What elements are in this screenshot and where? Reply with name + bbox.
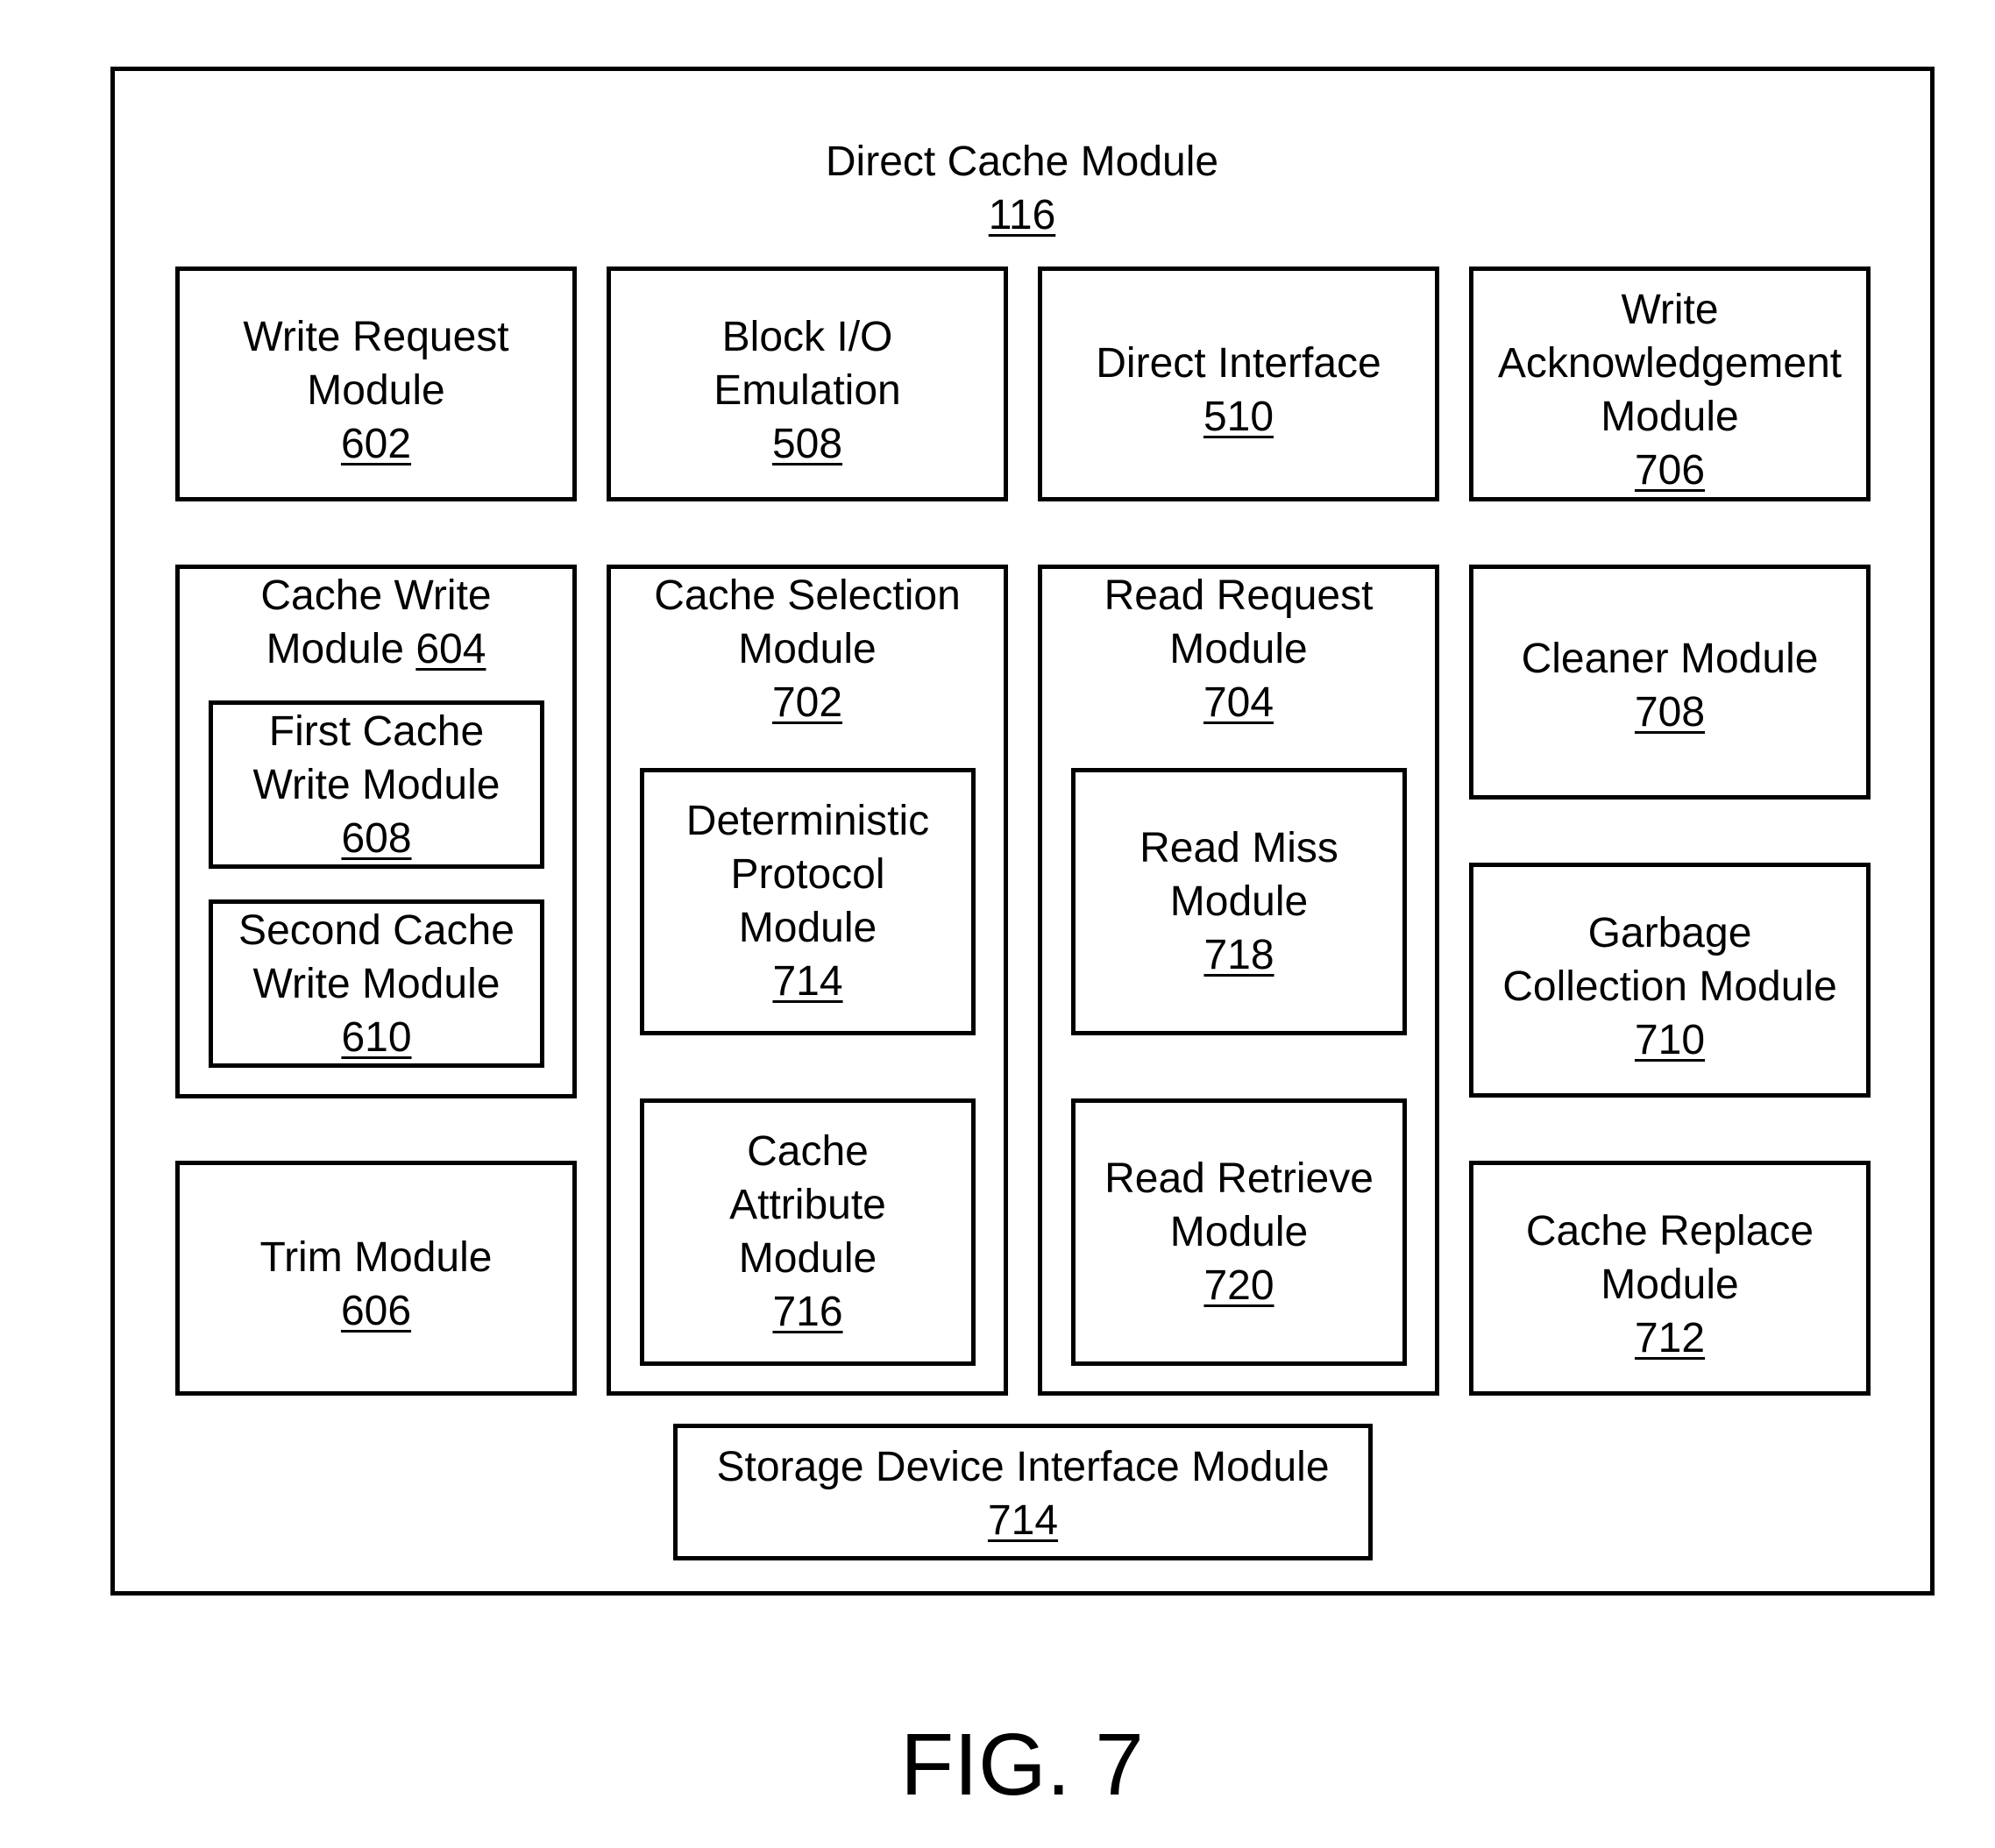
read-request-module-box: Read Request Module 704 Read Miss Module… (1038, 565, 1439, 1396)
second-cache-write-module-number: 610 (341, 1014, 411, 1061)
deterministic-protocol-module-box: Deterministic Protocol Module 714 (640, 768, 976, 1035)
second-cache-write-module-line2: Write Module (213, 957, 540, 1011)
read-miss-module-label: Read Miss Module 718 (1076, 821, 1402, 982)
first-cache-write-module-label: First Cache Write Module 608 (213, 705, 540, 865)
direct-interface-label: Direct Interface 510 (1042, 337, 1435, 444)
read-request-module-line2: Module (1042, 622, 1435, 676)
write-acknowledgement-module-line1: Write (1473, 283, 1866, 337)
read-miss-module-line1: Read Miss (1076, 821, 1402, 875)
write-acknowledgement-module-label: Write Acknowledgement Module 706 (1473, 283, 1866, 497)
cleaner-module-line1: Cleaner Module (1473, 632, 1866, 686)
read-miss-module-line2: Module (1076, 875, 1402, 928)
cache-selection-module-number: 702 (772, 679, 842, 726)
cache-replace-module-label: Cache Replace Module 712 (1473, 1205, 1866, 1365)
read-retrieve-module-line2: Module (1076, 1205, 1402, 1259)
garbage-collection-module-line1: Garbage (1473, 906, 1866, 960)
second-cache-write-module-label: Second Cache Write Module 610 (213, 904, 540, 1064)
read-request-module-label: Read Request Module 704 (1042, 569, 1435, 729)
direct-cache-module-title: Direct Cache Module (0, 135, 1995, 188)
cleaner-module-number: 708 (1635, 689, 1705, 736)
read-retrieve-module-line1: Read Retrieve (1076, 1152, 1402, 1205)
garbage-collection-module-label: Garbage Collection Module 710 (1473, 906, 1866, 1067)
cache-replace-module-number: 712 (1635, 1315, 1705, 1361)
block-io-emulation-box: Block I/O Emulation 508 (607, 267, 1008, 501)
write-acknowledgement-module-line3: Module (1473, 390, 1866, 444)
write-request-module-line2: Module (180, 364, 572, 417)
deterministic-protocol-module-line1: Deterministic (644, 794, 971, 848)
storage-device-interface-module-label: Storage Device Interface Module 714 (678, 1440, 1368, 1547)
cache-write-module-line1: Cache Write (180, 569, 572, 622)
write-request-module-line1: Write Request (180, 310, 572, 364)
trim-module-number: 606 (341, 1288, 411, 1334)
block-io-emulation-number: 508 (772, 421, 842, 467)
garbage-collection-module-box: Garbage Collection Module 710 (1469, 863, 1871, 1098)
cache-replace-module-line1: Cache Replace (1473, 1205, 1866, 1258)
block-io-emulation-line2: Emulation (611, 364, 1004, 417)
second-cache-write-module-line1: Second Cache (213, 904, 540, 957)
cache-write-module-label: Cache Write Module 604 (180, 569, 572, 676)
cache-attribute-module-line1: Cache (644, 1125, 971, 1178)
garbage-collection-module-number: 710 (1635, 1017, 1705, 1063)
cache-replace-module-line2: Module (1473, 1258, 1866, 1311)
cache-write-module-box: Cache Write Module 604 First Cache Write… (175, 565, 577, 1098)
direct-interface-box: Direct Interface 510 (1038, 267, 1439, 501)
cache-attribute-module-box: Cache Attribute Module 716 (640, 1098, 976, 1366)
first-cache-write-module-line2: Write Module (213, 758, 540, 812)
deterministic-protocol-module-line2: Protocol (644, 848, 971, 901)
cache-write-module-number: 604 (415, 626, 486, 672)
trim-module-line1: Trim Module (180, 1231, 572, 1284)
second-cache-write-module-box: Second Cache Write Module 610 (209, 899, 544, 1068)
write-acknowledgement-module-number: 706 (1635, 447, 1705, 494)
direct-interface-line1: Direct Interface (1042, 337, 1435, 390)
block-io-emulation-line1: Block I/O (611, 310, 1004, 364)
read-miss-module-box: Read Miss Module 718 (1071, 768, 1407, 1035)
cache-selection-module-box: Cache Selection Module 702 Deterministic… (607, 565, 1008, 1396)
storage-device-interface-module-number: 714 (988, 1497, 1058, 1544)
cache-selection-module-line2: Module (611, 622, 1004, 676)
figure-caption: FIG. 7 (0, 1717, 1995, 1813)
write-acknowledgement-module-line2: Acknowledgement (1473, 337, 1866, 390)
cache-attribute-module-number: 716 (772, 1289, 842, 1335)
cleaner-module-box: Cleaner Module 708 (1469, 565, 1871, 800)
write-request-module-label: Write Request Module 602 (180, 310, 572, 471)
storage-device-interface-module-line1: Storage Device Interface Module (678, 1440, 1368, 1494)
read-request-module-number: 704 (1203, 679, 1274, 726)
deterministic-protocol-module-line3: Module (644, 901, 971, 955)
garbage-collection-module-line2: Collection Module (1473, 960, 1866, 1013)
direct-cache-module-number: 116 (989, 192, 1056, 238)
write-acknowledgement-module-box: Write Acknowledgement Module 706 (1469, 267, 1871, 501)
first-cache-write-module-number: 608 (341, 815, 411, 862)
read-retrieve-module-box: Read Retrieve Module 720 (1071, 1098, 1407, 1366)
deterministic-protocol-module-number: 714 (772, 958, 842, 1005)
write-request-module-box: Write Request Module 602 (175, 267, 577, 501)
cache-attribute-module-line3: Module (644, 1232, 971, 1285)
read-retrieve-module-label: Read Retrieve Module 720 (1076, 1152, 1402, 1312)
cache-replace-module-box: Cache Replace Module 712 (1469, 1161, 1871, 1396)
direct-interface-number: 510 (1203, 394, 1274, 440)
read-request-module-line1: Read Request (1042, 569, 1435, 622)
trim-module-label: Trim Module 606 (180, 1231, 572, 1338)
first-cache-write-module-line1: First Cache (213, 705, 540, 758)
cache-attribute-module-line2: Attribute (644, 1178, 971, 1232)
cache-selection-module-line1: Cache Selection (611, 569, 1004, 622)
read-miss-module-number: 718 (1203, 932, 1274, 978)
cache-selection-module-label: Cache Selection Module 702 (611, 569, 1004, 729)
write-request-module-number: 602 (341, 421, 411, 467)
first-cache-write-module-box: First Cache Write Module 608 (209, 700, 544, 869)
direct-cache-module-label: Direct Cache Module 116 (0, 135, 1995, 242)
deterministic-protocol-module-label: Deterministic Protocol Module 714 (644, 794, 971, 1008)
cache-attribute-module-label: Cache Attribute Module 716 (644, 1125, 971, 1339)
cache-write-module-line2: Module (266, 626, 404, 672)
cleaner-module-label: Cleaner Module 708 (1473, 632, 1866, 739)
trim-module-box: Trim Module 606 (175, 1161, 577, 1396)
read-retrieve-module-number: 720 (1203, 1262, 1274, 1309)
block-io-emulation-label: Block I/O Emulation 508 (611, 310, 1004, 471)
storage-device-interface-module-box: Storage Device Interface Module 714 (673, 1424, 1373, 1560)
